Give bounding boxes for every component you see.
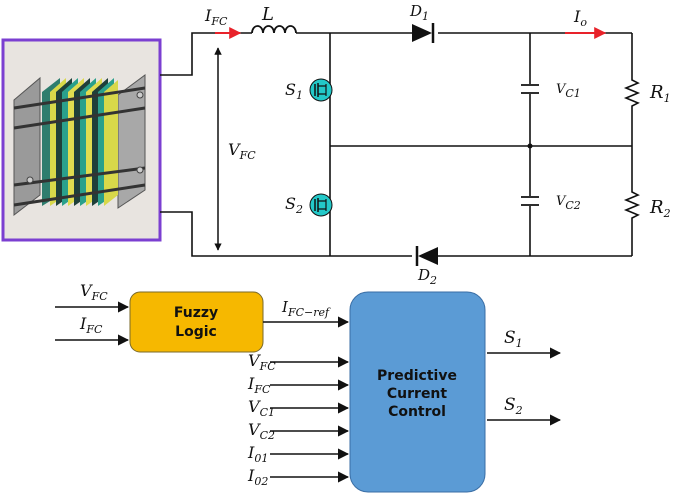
resistor-r1 xyxy=(623,78,641,108)
diode-d2-label: D2 xyxy=(417,266,437,287)
inductor xyxy=(251,25,297,34)
inductor-label: L xyxy=(261,4,274,25)
capacitor-c1 xyxy=(520,84,540,94)
pcc-input-label-6: I02 xyxy=(247,466,268,488)
predictive-current-control-block xyxy=(349,291,486,493)
switch-s1-label: S1 xyxy=(285,80,303,102)
capacitor-c2-label: VC2 xyxy=(556,194,581,212)
pcc-block-line3: Control xyxy=(388,404,446,420)
fuel-cell-image xyxy=(1,38,162,242)
ref-signal-label: IFC−ref xyxy=(281,298,331,319)
resistor-r2-label: R2 xyxy=(649,197,671,220)
diode-d2 xyxy=(415,246,438,266)
diode-d1-label: D1 xyxy=(409,2,429,23)
capacitor-c1-label: VC1 xyxy=(556,82,581,100)
switch-s2 xyxy=(309,193,333,217)
pcc-input-label-2: IFC xyxy=(247,374,271,396)
fuzzy-block-line2: Logic xyxy=(175,324,217,340)
fuzzy-logic-block xyxy=(129,291,264,353)
pcc-input-label-5: I01 xyxy=(247,443,268,465)
pcc-input-label-4: VC2 xyxy=(248,420,275,442)
input-current-label: IFC xyxy=(204,6,228,28)
pcc-block-line2: Current xyxy=(387,386,448,402)
pcc-block-line1: Predictive xyxy=(377,368,457,384)
fuzzy-block-line1: Fuzzy xyxy=(174,305,218,321)
switch-s2-label: S2 xyxy=(285,194,303,216)
fuzzy-input-label-1: VFC xyxy=(80,281,108,303)
capacitor-c2 xyxy=(520,196,540,206)
diode-d1 xyxy=(412,23,435,43)
output-label-s2: S2 xyxy=(504,395,523,417)
voltage-fc-label: VFC xyxy=(228,140,256,162)
pcc-input-label-3: VC1 xyxy=(248,397,275,419)
switch-s1 xyxy=(309,78,333,102)
output-current-label: Io xyxy=(573,7,587,29)
output-label-s1: S1 xyxy=(504,328,523,350)
resistor-r2 xyxy=(623,190,641,220)
resistor-r1-label: R1 xyxy=(649,82,671,105)
pcc-input-label-1: VFC xyxy=(248,351,276,373)
fuzzy-input-label-2: IFC xyxy=(79,314,103,336)
